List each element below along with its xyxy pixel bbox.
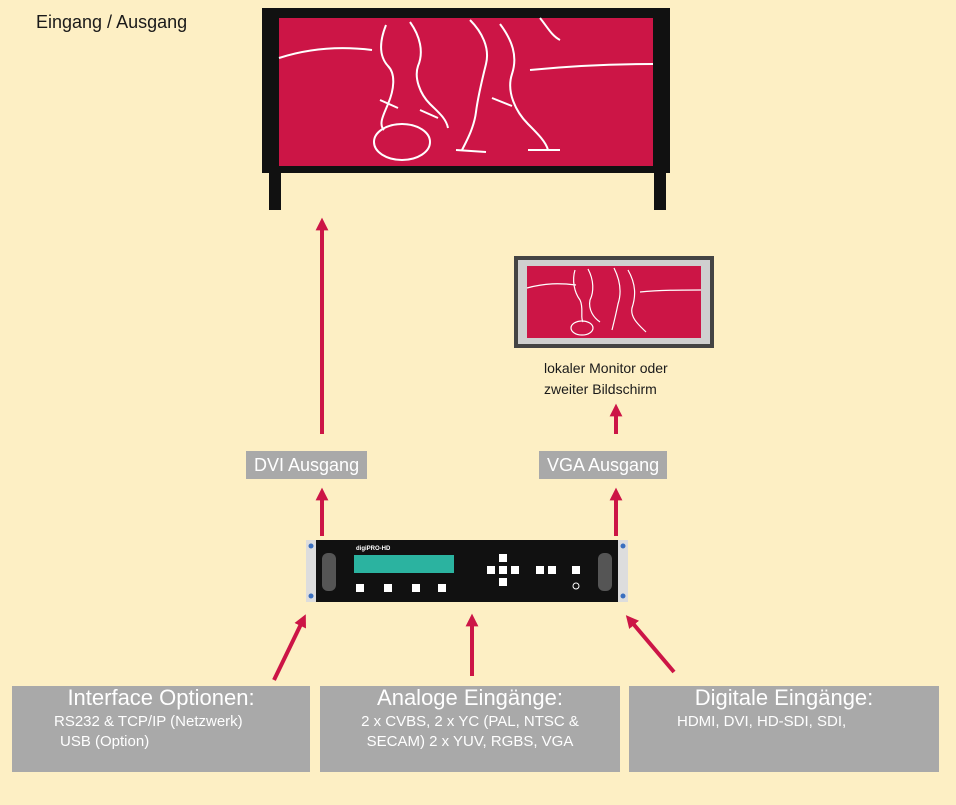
local-monitor-drawing — [526, 267, 702, 336]
monitor-caption-line: lokaler Monitor oder — [544, 360, 668, 376]
vga-output-label: VGA Ausgang — [539, 451, 668, 479]
arrow-digital-to-device — [625, 615, 676, 674]
analog-inputs-panel: Analoge Eingänge: 2 x CVBS, 2 x YC (PAL,… — [320, 686, 620, 772]
panel-line: 2 x CVBS, 2 x YC (PAL, NTSC & — [361, 713, 579, 730]
interface-options-panel: Interface Optionen: RS232 & TCP/IP (Netz… — [12, 686, 310, 772]
device-display — [354, 555, 454, 573]
arrow-interface-to-device — [272, 614, 306, 681]
diagram-title: Eingang / Ausgang — [36, 12, 188, 32]
panel-line: RS232 & TCP/IP (Netzwerk) — [54, 713, 243, 730]
device-buttons — [356, 554, 580, 592]
panel-heading: Analoge Eingänge: — [377, 685, 563, 710]
device-model-label: digiPRO-HD — [356, 546, 391, 552]
digital-inputs-panel: Digitale Eingänge: HDMI, DVI, HD-SDI, SD… — [629, 686, 939, 772]
panel-line: USB (Option) — [60, 733, 150, 750]
panel-heading: Interface Optionen: — [67, 685, 255, 710]
dvi-output-label: DVI Ausgang — [246, 451, 368, 479]
panel-heading: Digitale Eingänge: — [694, 685, 874, 710]
local-monitor — [514, 256, 714, 348]
panel-line: SECAM) 2 x YUV, RGBS, VGA — [366, 733, 574, 750]
local-monitor-screen — [527, 266, 701, 338]
panel-line: HDMI, DVI, HD-SDI, SDI, — [677, 713, 847, 730]
signal-arrows — [272, 217, 676, 681]
digipro-device: digiPRO-HD — [306, 540, 628, 602]
large-display — [262, 8, 670, 210]
power-icon — [572, 582, 580, 590]
monitor-caption-line: zweiter Bildschirm — [544, 381, 657, 397]
monitor-caption: lokaler Monitor oder zweiter Bildschirm — [544, 358, 668, 400]
soccer-players-drawing — [278, 17, 654, 161]
